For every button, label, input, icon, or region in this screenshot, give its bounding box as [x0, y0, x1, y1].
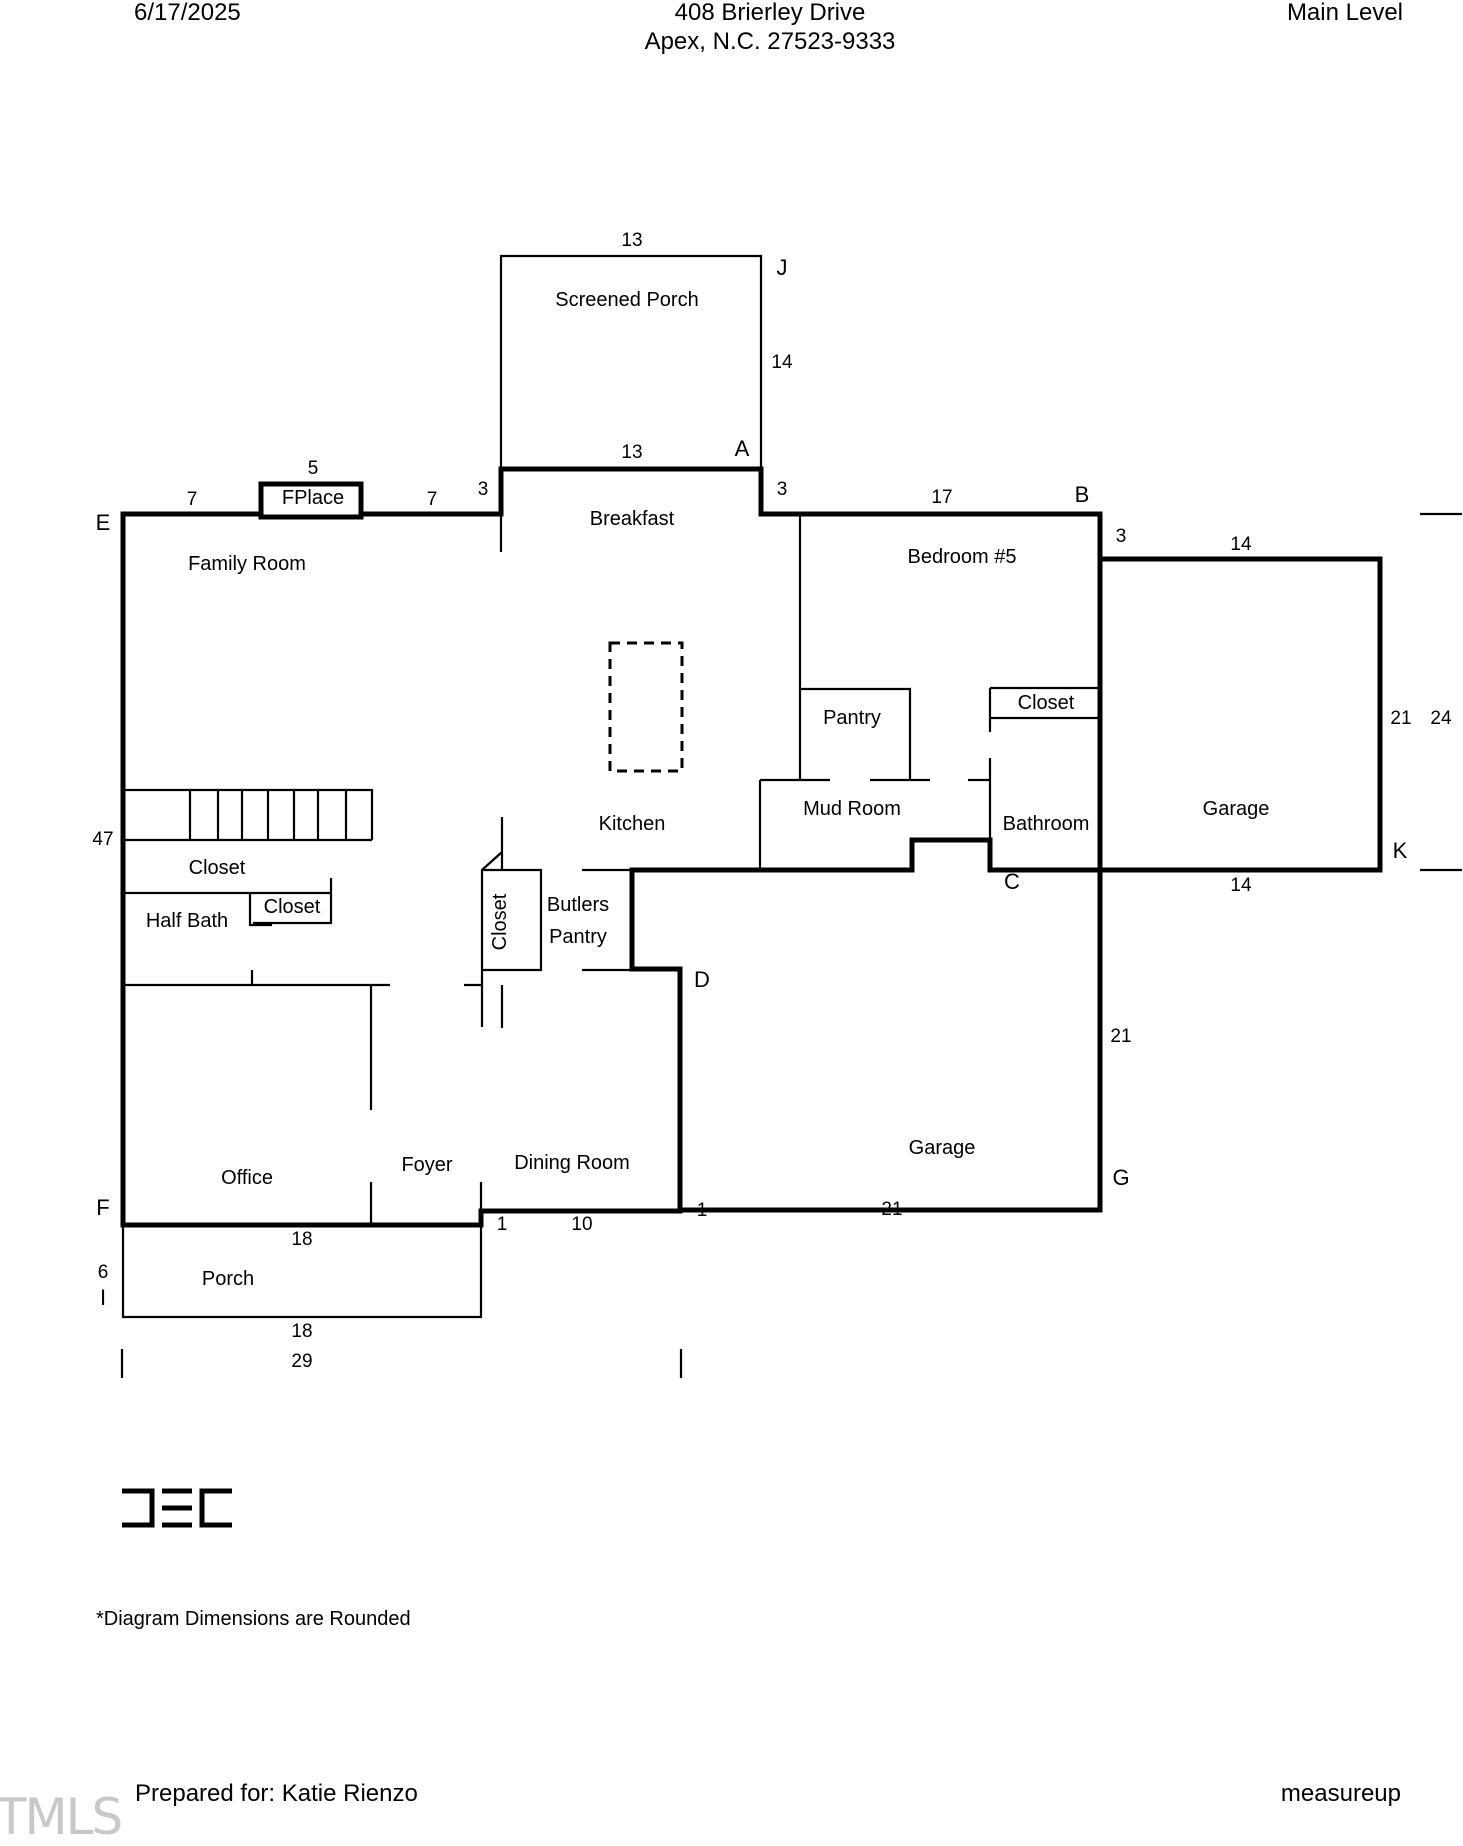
label-closet-stairs: Closet [189, 857, 246, 879]
header-date: 6/17/2025 [134, 0, 241, 26]
point-j: J [777, 255, 788, 280]
dim-dining-bottom: 10 [571, 1214, 592, 1235]
dim-dining-step: 1 [497, 1214, 508, 1235]
logo-mark [122, 1488, 232, 1528]
label-foyer: Foyer [401, 1154, 452, 1176]
label-butlers-pantry: Pantry [549, 926, 607, 948]
label-half-bath: Half Bath [146, 910, 228, 932]
dim-garage-side-right: 21 [1390, 708, 1411, 729]
dim-overall-bottom: 29 [291, 1351, 312, 1372]
label-garage-main: Garage [909, 1137, 976, 1159]
label-closet-vertical: Closet [489, 893, 511, 950]
point-i: I [100, 1285, 106, 1310]
dim-left-seg2: 7 [427, 489, 438, 510]
point-a: A [735, 436, 750, 461]
label-family-room: Family Room [188, 553, 306, 575]
dim-overall-right: 24 [1430, 708, 1452, 729]
exterior-wall [120, 466, 1383, 1228]
point-g: G [1112, 1165, 1129, 1190]
dim-bedroom-top: 17 [931, 487, 952, 508]
dimensions-note: *Diagram Dimensions are Rounded [96, 1608, 411, 1630]
front-porch-outline [121, 1225, 483, 1319]
dim-office-bottom: 18 [291, 1229, 312, 1250]
label-bathroom: Bathroom [1003, 813, 1090, 835]
point-d: D [694, 967, 710, 992]
screened-porch-outline [499, 254, 763, 469]
dim-porch-top: 13 [621, 230, 642, 251]
dim-main-garage-right: 21 [1110, 1026, 1131, 1047]
dim-garage-side-bottom: 14 [1230, 875, 1252, 896]
fireplace-box [258, 481, 364, 520]
dim-main-garage-bottom: 21 [881, 1199, 902, 1220]
header-address: 408 Brierley Drive Apex, N.C. 27523-9333 [520, 0, 1020, 56]
label-garage-side: Garage [1203, 798, 1270, 820]
label-porch: Porch [202, 1268, 254, 1290]
header-level: Main Level [1286, 0, 1403, 26]
interior-walls [123, 514, 1100, 1225]
label-mud-room: Mud Room [803, 798, 901, 820]
dim-porch-right: 14 [771, 352, 793, 373]
label-office: Office [221, 1167, 273, 1189]
dim-left-seg1: 7 [187, 489, 198, 510]
brand-name: measureup [1280, 1780, 1401, 1807]
dimension-ticks [120, 512, 1462, 1378]
point-b: B [1075, 482, 1090, 507]
label-breakfast: Breakfast [590, 508, 675, 530]
dim-step-left: 3 [478, 479, 489, 500]
dim-porch-bottom: 13 [621, 442, 642, 463]
label-screened-porch: Screened Porch [555, 289, 698, 311]
dim-main-garage-step: 1 [697, 1200, 708, 1221]
label-fireplace: FPlace [282, 487, 344, 509]
dim-fplace: 5 [308, 458, 319, 479]
dim-garage-step: 3 [1116, 526, 1127, 547]
point-f: F [96, 1195, 109, 1220]
label-dining-room: Dining Room [514, 1152, 630, 1174]
prepared-for: Prepared for: Katie Rienzo [135, 1780, 418, 1807]
label-pantry: Pantry [823, 707, 881, 729]
label-closet-bedroom: Closet [1018, 692, 1075, 714]
dim-porch-front-bottom: 18 [291, 1321, 312, 1342]
address-line-1: 408 Brierley Drive [674, 0, 866, 26]
point-e: E [96, 510, 111, 535]
label-closet-halfbath: Closet [264, 896, 321, 918]
label-bedroom-5: Bedroom #5 [908, 546, 1017, 568]
dim-step-right: 3 [777, 479, 788, 500]
kitchen-island [608, 641, 684, 773]
point-c: C [1004, 869, 1020, 894]
dim-left-side: 47 [92, 829, 113, 850]
dim-garage-side-top: 14 [1230, 534, 1252, 555]
mls-watermark: TMLS [0, 1788, 123, 1846]
label-butlers: Butlers [547, 894, 609, 916]
address-line-2: Apex, N.C. 27523-9333 [644, 28, 896, 55]
dim-porch-front-side: 6 [98, 1262, 109, 1283]
label-kitchen: Kitchen [599, 813, 666, 835]
point-k: K [1393, 838, 1408, 863]
